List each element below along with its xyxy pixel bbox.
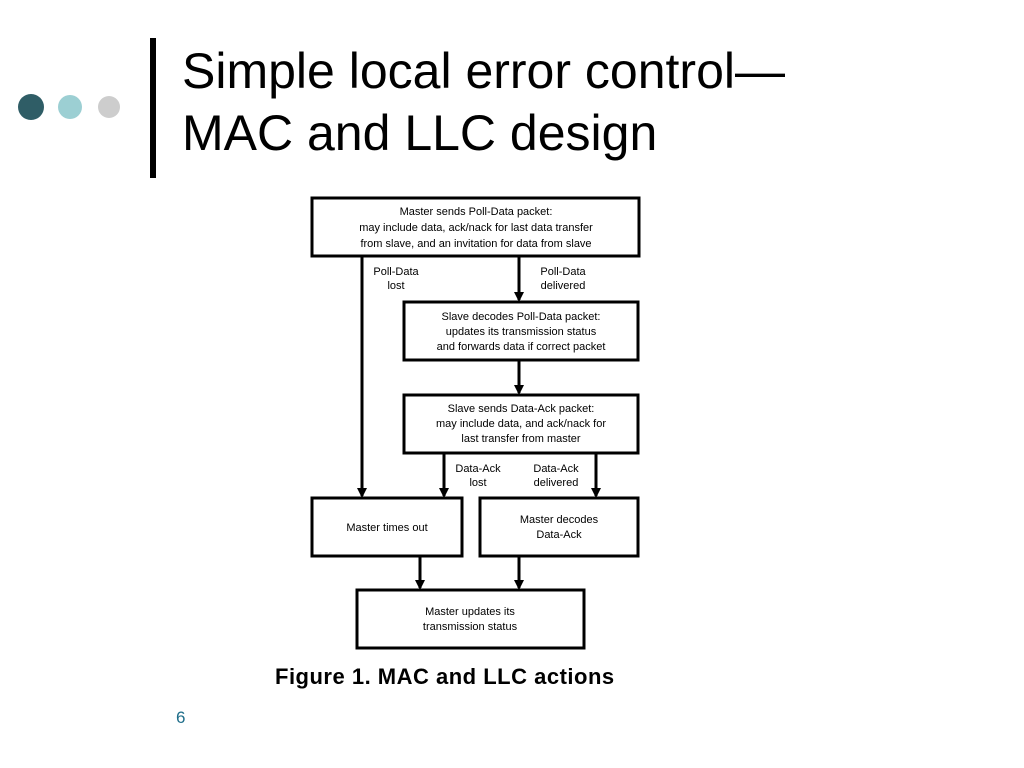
dot-gray <box>98 96 120 118</box>
box-master-updates: Master updates its transmission status <box>355 588 586 650</box>
box-master-times-out-line-1: Master times out <box>346 522 427 534</box>
title-line-1: Simple local error control— <box>182 43 785 99</box>
slide-title: Simple local error control— MAC and LLC … <box>182 40 1002 164</box>
title-line-2: MAC and LLC design <box>182 105 658 161</box>
label-data-ack-lost-1: Data-Ack <box>455 463 501 475</box>
dot-dark <box>18 94 44 120</box>
title-divider <box>150 38 156 178</box>
box-slave-sends-line-3: last transfer from master <box>461 433 581 445</box>
box-slave-sends-line-1: Slave sends Data-Ack packet: <box>448 403 595 415</box>
box-master-sends-line-2: may include data, ack/nack for last data… <box>359 222 593 234</box>
label-poll-data-delivered-1: Poll-Data <box>540 266 586 278</box>
box-master-sends: Master sends Poll-Data packet: may inclu… <box>310 196 641 258</box>
box-master-updates-line-2: transmission status <box>423 621 518 633</box>
label-poll-data-delivered-2: delivered <box>541 280 586 292</box>
figure-caption: Figure 1. MAC and LLC actions <box>275 664 615 689</box>
box-slave-sends-line-2: may include data, and ack/nack for <box>436 418 606 430</box>
box-master-decodes-line-1: Master decodes <box>520 514 599 526</box>
box-slave-decodes: Slave decodes Poll-Data packet: updates … <box>402 300 640 362</box>
dot-light <box>58 95 82 119</box>
box-master-decodes-line-2: Data-Ack <box>536 529 582 541</box>
box-master-times-out: Master times out <box>310 496 464 558</box>
label-data-ack-delivered-2: delivered <box>534 477 579 489</box>
box-master-decodes: Master decodes Data-Ack <box>478 496 640 558</box>
box-slave-decodes-line-3: and forwards data if correct packet <box>437 341 606 353</box>
box-slave-decodes-line-2: updates its transmission status <box>446 326 597 338</box>
label-data-ack-lost-2: lost <box>469 477 486 489</box>
box-master-sends-line-3: from slave, and an invitation for data f… <box>360 238 591 250</box>
box-slave-decodes-line-1: Slave decodes Poll-Data packet: <box>442 311 601 323</box>
box-master-sends-line-1: Master sends Poll-Data packet: <box>400 206 553 218</box>
label-poll-data-lost-2: lost <box>387 280 404 292</box>
box-slave-sends: Slave sends Data-Ack packet: may include… <box>402 393 640 455</box>
box-master-updates-line-1: Master updates its <box>425 606 515 618</box>
slide-number: 6 <box>176 708 186 727</box>
label-poll-data-lost-1: Poll-Data <box>373 266 419 278</box>
label-data-ack-delivered-1: Data-Ack <box>533 463 579 475</box>
